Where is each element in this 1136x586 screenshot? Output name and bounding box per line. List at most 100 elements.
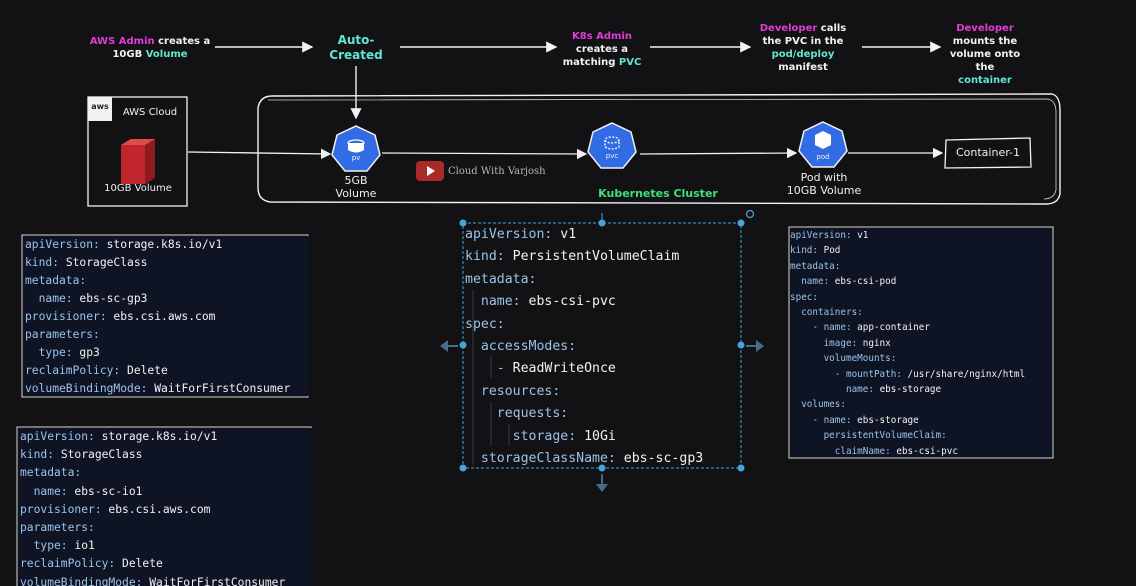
- yaml-line: claimName: ebs-csi-pvc: [790, 444, 1052, 459]
- yaml-key: volumes:: [790, 399, 846, 411]
- yaml-line: spec:: [790, 290, 1052, 305]
- yaml-value: StorageClass: [65, 256, 148, 269]
- auto-created-line2: Created: [329, 48, 383, 62]
- yaml-key: volumeBindingMode:: [20, 575, 150, 586]
- yaml-key: kind:: [465, 249, 513, 265]
- yaml-line: metadata:: [790, 259, 1052, 274]
- yaml-line: reclaimPolicy: Delete: [20, 555, 312, 573]
- yaml-key: parameters:: [20, 521, 95, 535]
- aws-logo-text: aws: [91, 102, 109, 111]
- yaml-value: ebs-csi-pod: [834, 276, 897, 288]
- yaml-key: reclaimPolicy:: [20, 557, 123, 571]
- yaml-line: accessModes:: [465, 336, 740, 358]
- yaml-value: io1: [74, 539, 95, 553]
- yaml-value: ebs-csi-pvc: [528, 294, 616, 310]
- yaml-value: ebs-storage: [879, 384, 942, 396]
- step1-volume-word: Volume: [145, 49, 188, 60]
- step-aws-admin-creates-volume: AWS Admin creates a 10GB Volume: [86, 35, 214, 61]
- yaml-key: apiVersion:: [465, 227, 561, 242]
- yaml-key: - name:: [790, 414, 858, 426]
- yaml-value: ebs-sc-gp3: [79, 292, 148, 305]
- pod-label-line1: Pod with: [800, 171, 848, 184]
- yaml-line: spec:: [465, 314, 740, 336]
- yaml-key: volumeMounts:: [790, 353, 897, 365]
- kubernetes-cluster-label: Kubernetes Cluster: [598, 187, 718, 200]
- yaml-line: storageClassName: ebs-sc-gp3: [465, 448, 740, 470]
- yaml-key: apiVersion:: [20, 430, 102, 443]
- pv-label-line2: Volume: [335, 187, 377, 200]
- yaml-line: requests:: [465, 403, 740, 425]
- yaml-key: apiVersion:: [790, 230, 858, 241]
- pod-label-line2: 10GB Volume: [786, 184, 862, 197]
- yaml-key: image:: [790, 337, 863, 349]
- yaml-key: type:: [20, 539, 75, 553]
- arrow-pv-to-pvc: [381, 148, 588, 160]
- watermark-text: Cloud With Varjosh: [448, 166, 546, 177]
- yaml-key: - name:: [790, 322, 858, 334]
- pvc-icon-text: pvc: [605, 152, 619, 160]
- yaml-value: ReadWriteOnce: [512, 361, 616, 377]
- pv-label: 5GB Volume: [326, 174, 386, 200]
- yaml-value: ebs-csi-pvc: [896, 445, 958, 457]
- yaml-line: provisioner: ebs.csi.aws.com: [20, 501, 312, 519]
- yaml-key: kind:: [25, 256, 66, 269]
- yaml-line: apiVersion: v1: [790, 228, 1052, 243]
- container-box: [944, 137, 1032, 169]
- yaml-value: ebs-storage: [857, 414, 919, 426]
- yaml-value: StorageClass: [60, 448, 143, 462]
- yaml-line: name: ebs-storage: [790, 382, 1052, 397]
- yaml-line: name: ebs-sc-io1: [20, 483, 312, 501]
- yaml-key: resources:: [465, 383, 561, 399]
- yaml-key: storageClassName:: [465, 451, 624, 467]
- yaml-line: - ReadWriteOnce: [465, 358, 740, 380]
- yaml-value: ebs.csi.aws.com: [108, 502, 211, 516]
- cluster-boundary: [257, 93, 1061, 205]
- step5-line4: container: [958, 75, 1012, 86]
- yaml-value: /usr/share/nginx/html: [907, 368, 1026, 380]
- yaml-line: image: nginx: [790, 336, 1052, 351]
- yaml-key: name:: [465, 294, 529, 310]
- yaml-line: volumeMounts:: [790, 351, 1052, 366]
- yaml-value: WaitForFirstConsumer: [154, 382, 291, 395]
- step-auto-created: Auto- Created: [318, 33, 394, 63]
- step-k8s-admin-creates-pvc: K8s Admin creates a matching PVC: [556, 30, 648, 69]
- step3-line2: creates a: [575, 44, 629, 55]
- yaml-key: metadata:: [25, 274, 87, 287]
- yaml-line: type: gp3: [25, 344, 309, 362]
- yaml-line: name: ebs-sc-gp3: [25, 290, 309, 308]
- yaml-line: volumes:: [790, 397, 1052, 412]
- step4-line2: the PVC in the: [762, 36, 844, 47]
- yaml-value: gp3: [79, 346, 100, 359]
- yaml-key: spec:: [790, 291, 818, 303]
- yaml-line: - name: ebs-storage: [790, 413, 1052, 428]
- yaml-line: containers:: [790, 305, 1052, 320]
- developer-label-a: Developer: [759, 23, 818, 34]
- pv-icon-text: pv: [351, 154, 361, 162]
- yaml-line: apiVersion: storage.k8s.io/v1: [20, 428, 312, 446]
- yaml-key: persistentVolumeClaim:: [790, 430, 947, 442]
- arrow-ebs-to-pv: [187, 148, 332, 160]
- yaml-line: kind: StorageClass: [20, 446, 312, 464]
- yaml-key: - mountPath:: [790, 368, 908, 380]
- yaml-line: metadata:: [20, 464, 312, 482]
- aws-cloud-box: [87, 96, 188, 207]
- yaml-key: requests:: [465, 406, 569, 422]
- yaml-value: ebs-sc-io1: [74, 484, 143, 498]
- yaml-line: kind: PersistentVolumeClaim: [465, 246, 740, 268]
- yaml-key: claimName:: [790, 445, 897, 457]
- yaml-value: storage.k8s.io/v1: [106, 238, 223, 251]
- yaml-value: app-container: [857, 322, 930, 334]
- yaml-key: storage:: [465, 428, 585, 444]
- step3-pvc-word: PVC: [618, 57, 642, 68]
- pod-icon-text: pod: [816, 153, 830, 161]
- pvc-icon: [587, 122, 637, 169]
- yaml-key: name:: [25, 292, 80, 305]
- yaml-key: metadata:: [20, 466, 82, 480]
- yaml-key: name:: [20, 484, 75, 498]
- yaml-key: containers:: [790, 307, 863, 319]
- yaml-value: Pod: [823, 245, 841, 257]
- aws-admin-label: AWS Admin: [89, 36, 155, 47]
